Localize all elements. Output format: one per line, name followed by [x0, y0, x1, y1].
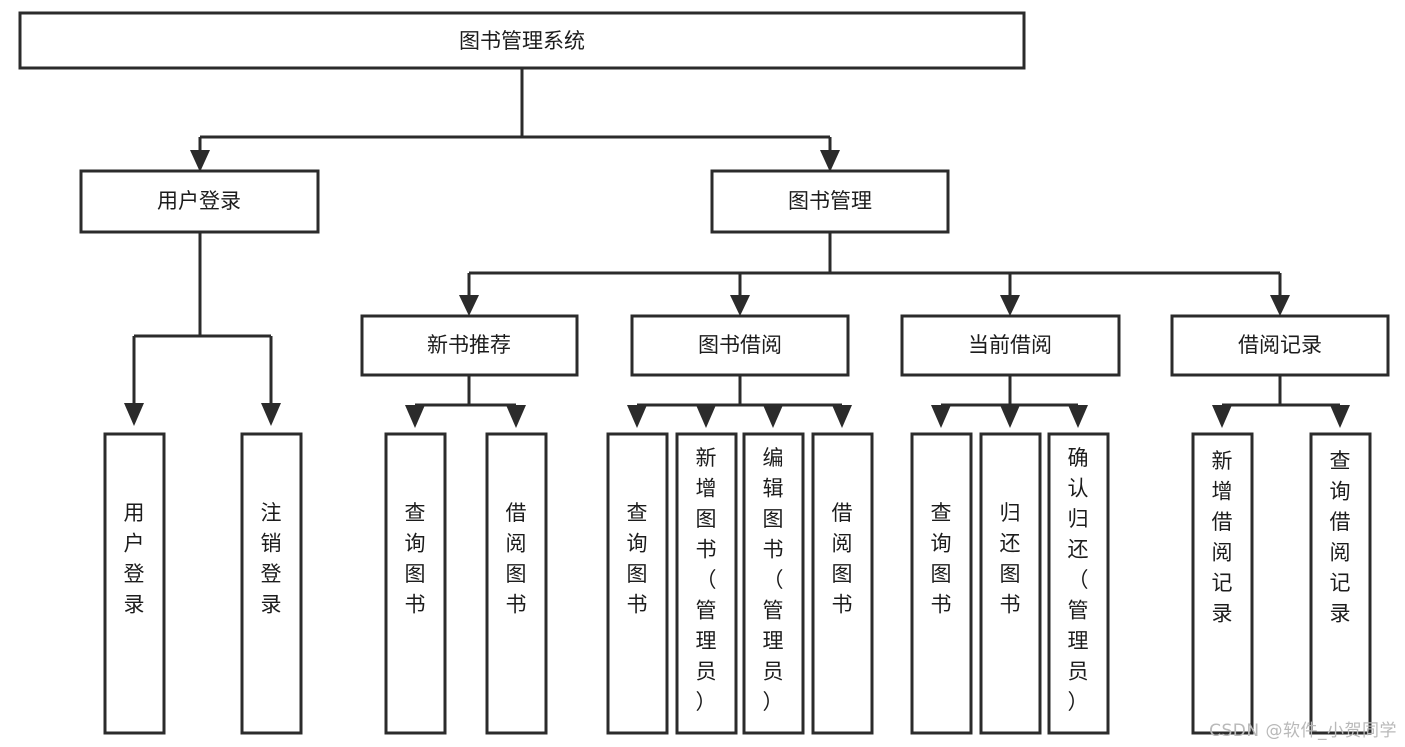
leaf-label-layer: 用户登录 注销登录 查询图书 借阅图书 查询图书 新增图书（管理员） 编辑图书（… — [124, 446, 1351, 714]
node-book-manage-box[interactable] — [710, 169, 950, 234]
node-root-label: 图书管理系统 — [459, 29, 585, 53]
node-borrow-record-box[interactable] — [1170, 314, 1390, 377]
leaf-query-record-label: 查询借阅记录 — [1330, 449, 1351, 626]
leaf-user-login-box[interactable] — [103, 432, 166, 735]
arrow-root-to-book-manage — [820, 150, 840, 172]
leaf-confirm-return-label: 确认归还（管理员） — [1068, 446, 1089, 714]
leaf-logout-box[interactable] — [240, 432, 303, 735]
leaf-layer — [103, 432, 1372, 735]
node-new-book-recommend[interactable]: 新书推荐 — [360, 314, 579, 377]
leaf-borrow-book-1-box[interactable] — [485, 432, 548, 735]
arrow-bb-to-leaf1 — [627, 405, 647, 428]
leaf-query-book-2-box[interactable] — [606, 432, 669, 735]
arrow-nb-to-leaf2 — [506, 405, 526, 428]
arrow-bm-to-book-borrow — [730, 295, 750, 316]
arrow-bm-to-new-book — [459, 295, 479, 316]
node-book-borrow[interactable]: 图书借阅 — [630, 314, 850, 377]
leaf-user-login-label: 用户登录 — [124, 501, 145, 617]
leaf-logout-label: 注销登录 — [261, 501, 282, 617]
leaf-return-book-label: 归还图书 — [1000, 501, 1021, 617]
leaf-query-record-box[interactable] — [1309, 432, 1372, 735]
node-user-login-label: 用户登录 — [157, 189, 241, 213]
node-current-borrow[interactable]: 当前借阅 — [900, 314, 1121, 377]
node-book-borrow-label: 图书借阅 — [698, 333, 782, 357]
leaf-borrow-book-2-box[interactable] — [811, 432, 874, 735]
arrow-cb-to-leaf3 — [1068, 405, 1088, 428]
arrow-root-to-user-login — [190, 150, 210, 172]
leaf-query-book-3-label: 查询图书 — [931, 501, 952, 617]
arrow-bb-to-leaf2 — [696, 405, 716, 428]
arrowhead-layer — [124, 150, 1350, 428]
node-new-book-recommend-box[interactable] — [360, 314, 579, 377]
node-book-borrow-box[interactable] — [630, 314, 850, 377]
arrow-ul-to-leaf1 — [124, 403, 144, 426]
csdn-watermark: CSDN @软件_小贺同学 — [1209, 721, 1397, 741]
leaf-add-book-label: 新增图书（管理员） — [696, 446, 717, 714]
arrow-cb-to-leaf2 — [1000, 405, 1020, 428]
arrow-bm-to-current-borrow — [1000, 295, 1020, 316]
node-new-book-recommend-label: 新书推荐 — [427, 333, 511, 357]
leaf-edit-book-box[interactable] — [742, 432, 805, 735]
node-current-borrow-label: 当前借阅 — [968, 333, 1052, 357]
arrow-ul-to-leaf2 — [261, 403, 281, 426]
leaf-borrow-book-1-label: 借阅图书 — [506, 501, 527, 617]
arrow-br-to-leaf1 — [1212, 405, 1232, 428]
leaf-add-record-label: 新增借阅记录 — [1212, 449, 1233, 626]
leaf-confirm-return-box[interactable] — [1047, 432, 1110, 735]
leaf-query-book-2-label: 查询图书 — [627, 501, 648, 617]
node-user-login-box[interactable] — [79, 169, 320, 234]
node-borrow-record-label: 借阅记录 — [1238, 333, 1322, 357]
arrow-cb-to-leaf1 — [931, 405, 951, 428]
node-root[interactable]: 图书管理系统 — [18, 11, 1026, 70]
leaf-query-book-3-box[interactable] — [910, 432, 973, 735]
leaf-return-book-box[interactable] — [979, 432, 1042, 735]
arrow-bb-to-leaf4 — [832, 405, 852, 428]
leaf-query-book-1-box[interactable] — [384, 432, 447, 735]
arrow-nb-to-leaf1 — [405, 405, 425, 428]
leaf-borrow-book-2-label: 借阅图书 — [832, 501, 853, 617]
node-borrow-record[interactable]: 借阅记录 — [1170, 314, 1390, 377]
leaf-edit-book-label: 编辑图书（管理员） — [763, 446, 784, 714]
arrow-bm-to-borrow-record — [1270, 295, 1290, 316]
node-root-box[interactable] — [18, 11, 1026, 70]
node-current-borrow-box[interactable] — [900, 314, 1121, 377]
node-book-manage[interactable]: 图书管理 — [710, 169, 950, 234]
leaf-query-book-1-label: 查询图书 — [405, 501, 426, 617]
node-user-login[interactable]: 用户登录 — [79, 169, 320, 234]
leaf-add-book-box[interactable] — [675, 432, 738, 735]
arrow-bb-to-leaf3 — [763, 405, 783, 428]
leaf-add-record-box[interactable] — [1191, 432, 1254, 735]
node-book-manage-label: 图书管理 — [788, 189, 872, 213]
arrow-br-to-leaf2 — [1330, 405, 1350, 428]
